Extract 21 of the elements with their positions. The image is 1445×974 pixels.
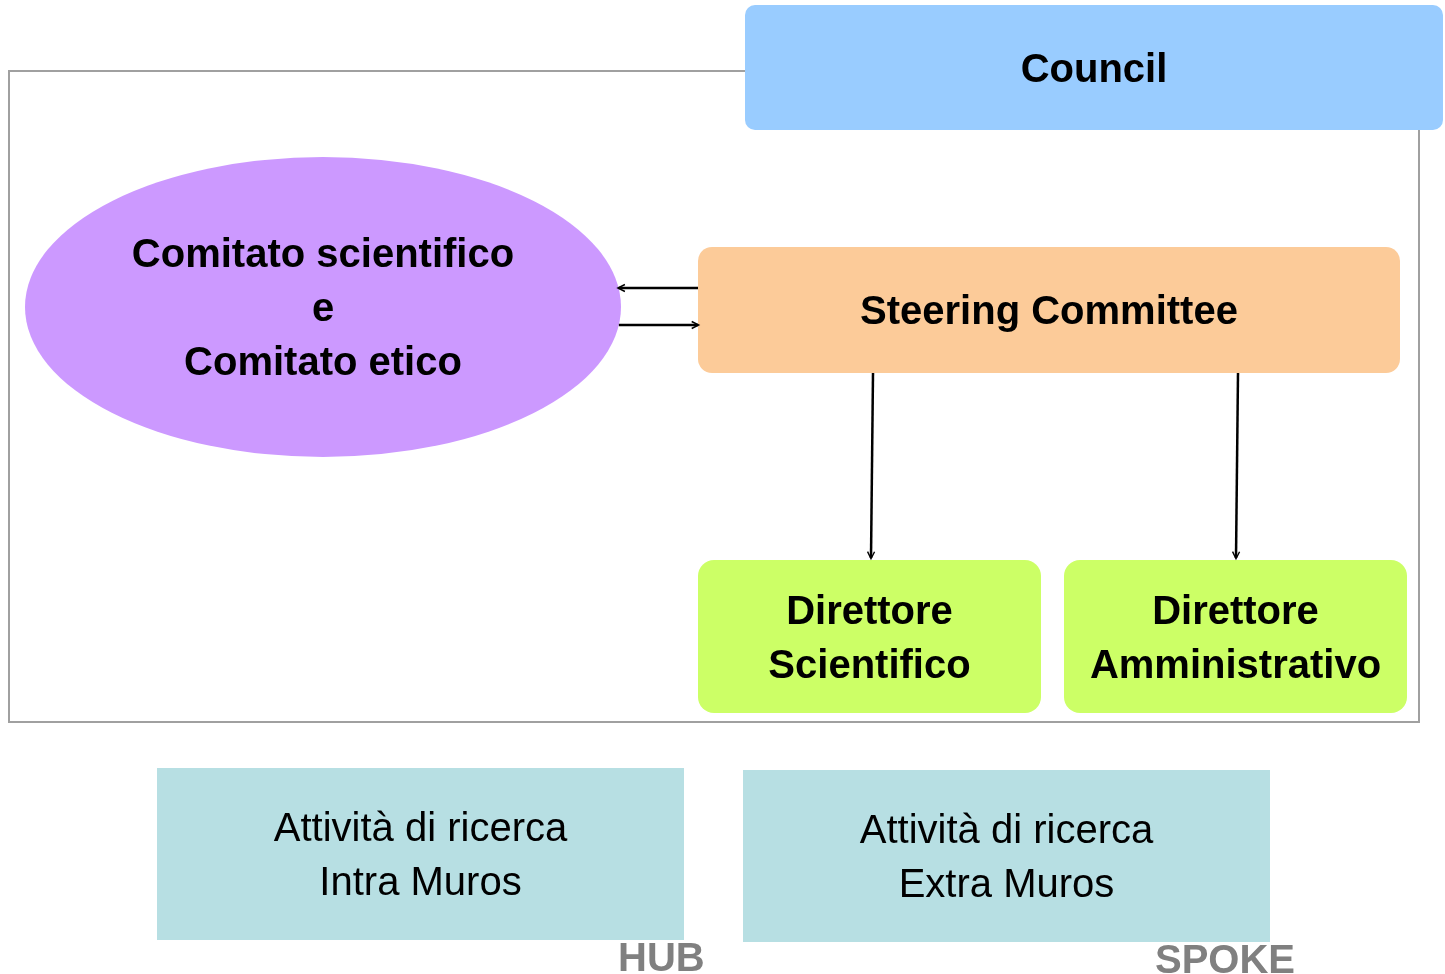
node-text: Direttore Scientifico [767,586,972,688]
side-label: SPOKE [1155,944,1296,974]
activity-box [743,770,1270,942]
arrow [618,320,700,330]
council-box [745,5,1443,130]
node-text: e [311,284,335,331]
side-label: HUB [618,942,705,974]
process-box [698,560,1041,713]
arrow [617,283,698,293]
node-text: Direttore Amministrativo [1088,586,1383,688]
arrow [1231,373,1241,560]
node-text: Council [1020,44,1168,92]
activity-box [157,768,684,940]
node-text: Attività di ricerca Extra Muros [858,806,1155,907]
node-text: Comitato etico [184,338,462,385]
arrow [866,373,876,560]
process-box [698,247,1400,373]
node-text: Steering Committee [860,287,1238,334]
process-box [1064,560,1407,713]
node-text: Comitato scientifico [131,230,515,277]
node-text: Attività di ricerca Intra Muros [272,804,569,905]
